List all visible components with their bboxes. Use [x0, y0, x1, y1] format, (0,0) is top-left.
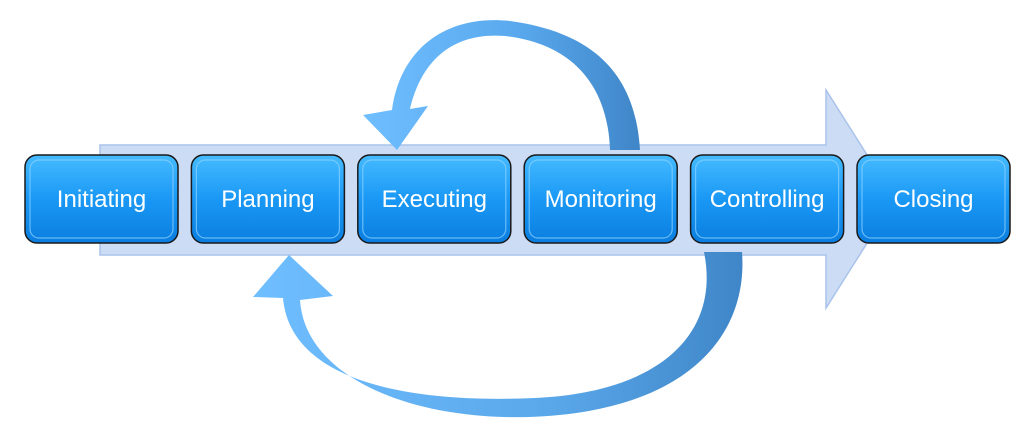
stage-box-executing: Executing: [357, 154, 512, 244]
stage-box-monitoring: Monitoring: [523, 154, 678, 244]
top-feedback-loop-arrow: [363, 20, 640, 151]
stage-label: Closing: [893, 186, 973, 213]
stage-box-inner-bevel: [362, 159, 507, 239]
stages-group: Initiating Planning Executing Monitoring Con…: [24, 154, 1011, 244]
stage-box-background: [689, 154, 845, 244]
stage-label: Monitoring: [545, 186, 657, 213]
stage-box-background: [523, 154, 678, 244]
stage-box-planning: Planning: [190, 154, 346, 244]
stage-box-inner-bevel: [528, 159, 673, 239]
stage-box-inner-bevel: [195, 159, 340, 239]
stage-label: Controlling: [710, 186, 825, 213]
bottom-feedback-loop-arrow: [253, 252, 743, 418]
stage-box-controlling: Controlling: [689, 154, 845, 244]
stage-box-background: [190, 154, 346, 244]
stage-box-inner-bevel: [29, 159, 174, 239]
stage-box-background: [856, 154, 1011, 244]
stage-box-background: [24, 154, 179, 244]
stage-label: Planning: [221, 186, 314, 213]
stage-box-inner-bevel: [861, 159, 1006, 239]
stage-box-initiating: Initiating: [24, 154, 179, 244]
stage-box-background: [357, 154, 512, 244]
stage-label: Initiating: [57, 186, 146, 213]
stage-box-closing: Closing: [856, 154, 1011, 244]
stage-label: Executing: [382, 186, 487, 213]
stage-box-inner-bevel: [694, 159, 840, 239]
